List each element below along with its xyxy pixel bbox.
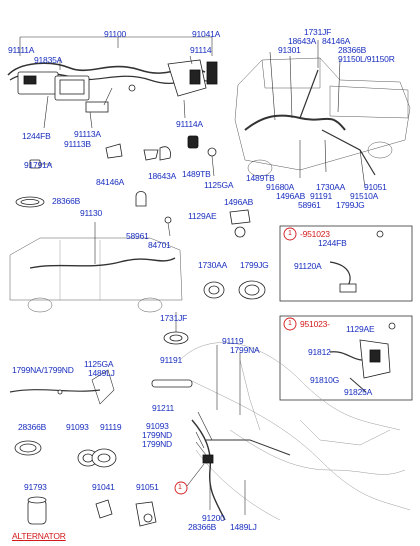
part-label-91111A: 91111A [8,45,35,55]
part-label-91301: 91301 [278,45,301,55]
part-label-1731JF-top: 1731JF [304,27,332,37]
lower-left-parts [9,369,193,527]
part-label-91119-b: 91119 [100,422,122,432]
part-label-91191-truck: 91191 [310,191,333,201]
part-label-84701: 84701 [148,240,171,250]
part-label-91191: 91191 [160,355,183,365]
part-label-91680A: 91680A [266,182,295,192]
part-label-1489LJ: 1489LJ [88,368,115,378]
part-label-28366B-top: 28366B [338,45,367,55]
callout-1-label-91120A: 91120A [294,261,322,271]
callout-2-date: 951023- [300,319,330,329]
callout-1-date: -951023 [300,229,330,239]
part-label-1129AE: 1129AE [188,211,217,221]
part-label-58961: 58961 [126,231,149,241]
callout-1-label-1244FB: 1244FB [318,238,347,248]
part-label-91113B: 91113B [64,139,91,149]
van-illustration [9,222,183,313]
part-label-1799ND-b: 1799ND [142,439,172,449]
part-label-91835A: 91835A [34,55,63,65]
part-label-1799JG-truck: 1799JG [336,200,365,210]
part-label-1496AB: 1496AB [224,197,254,207]
part-label-84146A-top: 84146A [322,36,351,46]
part-label-91041: 91041 [92,482,115,492]
part-label-91114: 91114 [190,45,212,55]
part-label-91211: 91211 [152,403,175,413]
callout-2-label-1129AE: 1129AE [346,324,375,334]
part-label-91093-b: 91093 [66,422,89,432]
part-label-1799JG: 1799JG [240,260,269,270]
part-label-91510A: 91510A [350,191,379,201]
part-label-91200: 91200 [202,513,225,523]
part-label-1799NA: 1799NA [230,345,260,355]
part-label-1730AA-truck: 1730AA [316,182,346,192]
callout-2-label-91812: 91812 [308,347,331,357]
part-label-18643A-top: 18643A [288,36,317,46]
part-label-1799ND-a: 1799ND [142,430,172,440]
part-label-91051-truck: 91051 [364,182,387,192]
part-label-1489TB: 1489TB [182,169,211,179]
part-label-91093: 91093 [146,421,169,431]
part-label-91114A: 91114A [176,119,203,129]
callout-2-label-91825A: 91825A [344,387,373,397]
callout-box-2 [279,315,413,401]
callout-main-number: 1 [178,484,182,491]
part-label-1496AB-truck: 1496AB [276,191,306,201]
part-label-28366B: 28366B [52,196,81,206]
part-label-91791A: 91791A [24,160,53,170]
part-label-91150: 91150L/91150R [338,54,395,64]
part-label-28366B-c: 28366B [188,522,217,532]
part-label-91793: 91793 [24,482,47,492]
grommets [163,280,266,345]
part-label-91100: 91100 [104,29,127,39]
part-label-1731JF: 1731JF [160,313,188,323]
part-label-1730AA: 1730AA [198,260,228,270]
part-label-28366B-b: 28366B [18,422,47,432]
small-parts-row [15,135,251,238]
part-label-1125GA-b: 1125GA [84,359,114,369]
part-label-18643A: 18643A [148,171,177,181]
part-label-84146A: 84146A [96,177,125,187]
part-label-1489LJ-b: 1489LJ [230,522,257,532]
part-label-58961-truck: 58961 [298,200,321,210]
callout-box-1 [279,225,413,302]
part-label-1489TB-truck: 1489TB [246,173,275,183]
truck-chassis-illustration [234,40,411,189]
part-label-91051: 91051 [136,482,159,492]
part-label-1125GA: 1125GA [204,180,234,190]
part-label-91041A: 91041A [192,29,221,39]
callout-2-label-91810G: 91810G [310,375,340,385]
callout-2-number: 1 [288,320,292,327]
part-label-1244FB: 1244FB [22,131,51,141]
main-harness-illustration [7,36,218,129]
part-label-91113A: 91113A [74,129,101,139]
callout-1-number: 1 [288,230,292,237]
part-label-91130: 91130 [80,208,103,218]
part-label-91119: 91119 [222,336,244,346]
part-label-1799NA-1799ND: 1799NA/1799ND [12,365,74,375]
alternator-label: ALTERNATOR [12,531,66,541]
